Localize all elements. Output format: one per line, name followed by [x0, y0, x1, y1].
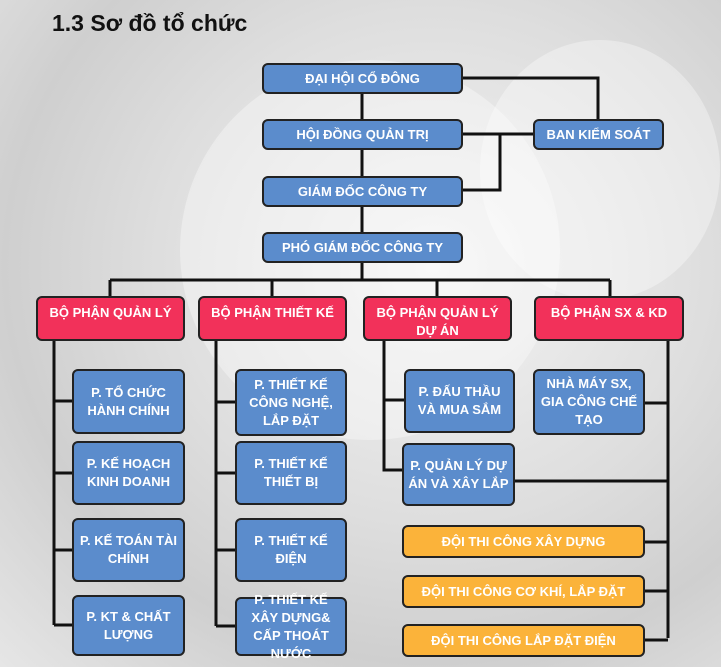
team-co-khi-lap-dat: ĐỘI THI CÔNG CƠ KHÍ, LẮP ĐẶT	[402, 575, 645, 608]
dept-tk-dien: P. THIẾT KẾ ĐIỆN	[235, 518, 347, 582]
dept-tk-xay-dung: P. THIẾT KẾ XÂY DỰNG& CẤP THOÁT NƯỚC	[235, 592, 347, 661]
box-pho-giam-doc: PHÓ GIÁM ĐỐC CÔNG TY	[262, 232, 463, 263]
box-giam-doc: GIÁM ĐỐC CÔNG TY	[262, 176, 463, 207]
division-quan-ly-du-an: BỘ PHẬN QUẢN LÝ DỰ ÁN	[363, 296, 512, 341]
dept-ke-hoach-kinh-doanh: P. KẾ HOẠCH KINH DOANH	[72, 441, 185, 505]
dept-nha-may-sx: NHÀ MÁY SX, GIA CÔNG CHẾ TẠO	[533, 369, 645, 435]
dept-kt-chat-luong: P. KT & CHẤT LƯỢNG	[72, 595, 185, 656]
dept-dau-thau: P. ĐẤU THẦU VÀ MUA SẮM	[404, 369, 515, 433]
page-title: 1.3 Sơ đồ tổ chức	[52, 10, 248, 36]
team-lap-dat-dien: ĐỘI THI CÔNG LẮP ĐẶT ĐIỆN	[402, 624, 645, 657]
dept-tk-cong-nghe: P. THIẾT KẾ CÔNG NGHỆ, LẮP ĐẶT	[235, 369, 347, 436]
box-hoi-dong-quan-tri: HỘI ĐỒNG QUẢN TRỊ	[262, 119, 463, 150]
dept-quan-ly-du-an: P. QUẢN LÝ DỰ ÁN VÀ XÂY LẮP	[402, 443, 515, 506]
division-sx-kd: BỘ PHẬN SX & KD	[534, 296, 684, 341]
team-xay-dung: ĐỘI THI CÔNG XÂY DỰNG	[402, 525, 645, 558]
division-thiet-ke: BỘ PHẬN THIẾT KẾ	[198, 296, 347, 341]
dept-tk-thiet-bi: P. THIẾT KẾ THIẾT BỊ	[235, 441, 347, 505]
box-ban-kiem-soat: BAN KIỂM SOÁT	[533, 119, 664, 150]
background-drawing	[480, 40, 720, 300]
dept-to-chuc-hanh-chinh: P. TỔ CHỨC HÀNH CHÍNH	[72, 369, 185, 434]
box-dai-hoi-co-dong: ĐẠI HỘI CỔ ĐÔNG	[262, 63, 463, 94]
division-quan-ly: BỘ PHẬN QUẢN LÝ	[36, 296, 185, 341]
dept-ke-toan-tai-chinh: P. KẾ TOÁN TÀI CHÍNH	[72, 518, 185, 582]
